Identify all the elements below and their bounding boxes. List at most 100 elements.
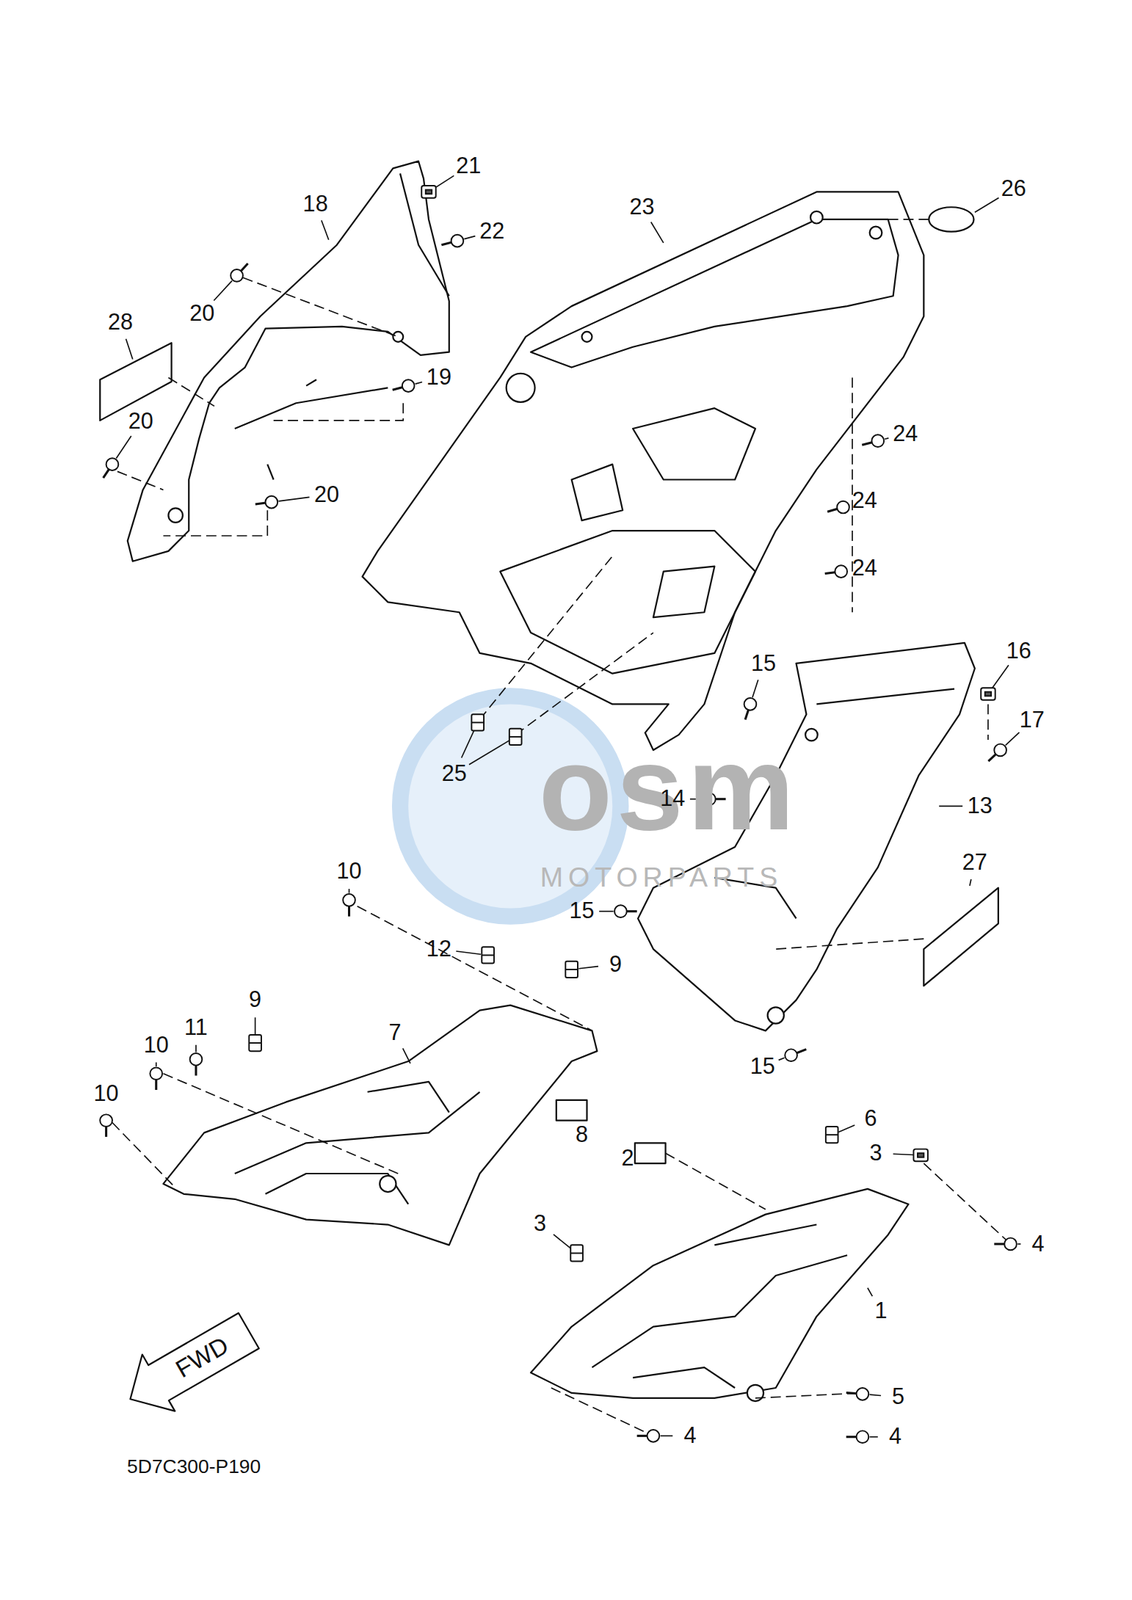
nut-fastener <box>980 687 995 701</box>
callout-number: 24 <box>850 556 880 581</box>
clip-fastener <box>481 947 495 964</box>
fasteners <box>99 185 1017 1444</box>
callout-number: 14 <box>657 786 688 812</box>
callout-number: 4 <box>1029 1231 1047 1257</box>
leader-line <box>553 1234 572 1249</box>
leader-line <box>348 889 351 894</box>
part-hole <box>392 331 404 343</box>
leader-line <box>321 220 329 241</box>
callout-number: 12 <box>424 936 454 961</box>
stripe-decal <box>923 888 999 986</box>
part-detail <box>234 173 450 480</box>
bolt-fastener <box>993 1238 1017 1251</box>
leader-line <box>578 966 599 970</box>
callout-number: 20 <box>126 409 156 434</box>
bolt-fastener <box>392 379 415 393</box>
leader-line <box>869 1394 881 1396</box>
leader-line <box>463 236 475 240</box>
assembly-lines <box>112 219 1011 1436</box>
bolt-fastener <box>825 565 848 578</box>
rubber-block <box>635 1143 666 1164</box>
leader-line <box>469 740 510 765</box>
leader-line <box>599 911 613 913</box>
leader-line <box>461 728 475 758</box>
forward-arrow <box>113 1303 266 1428</box>
part-detail <box>591 1225 848 1389</box>
leader-line <box>752 679 759 698</box>
lower-cover-right <box>530 1189 909 1399</box>
callout-number: 20 <box>187 300 218 326</box>
callout-number: 20 <box>311 483 342 508</box>
clip-fastener <box>471 714 484 731</box>
callout-number: 16 <box>1004 638 1034 663</box>
leader-line <box>778 1057 785 1061</box>
leader-line <box>195 1045 197 1053</box>
bolt-fastener <box>861 434 884 448</box>
callout-number: 6 <box>862 1106 880 1131</box>
callout-number: 23 <box>627 195 658 220</box>
leader-line <box>254 1017 257 1036</box>
emblem-decal <box>928 207 974 232</box>
bolt-fastener <box>230 263 248 282</box>
part-hole <box>810 211 823 224</box>
leader-line <box>867 1288 873 1297</box>
part-detail <box>499 408 756 674</box>
callout-number: 8 <box>573 1122 591 1147</box>
callout-number: 27 <box>960 850 990 875</box>
bolt-fastener <box>441 234 464 248</box>
callout-number: 9 <box>246 988 264 1013</box>
bolt-fastener <box>827 501 850 514</box>
callout-number: 5 <box>889 1385 907 1410</box>
callout-number: 28 <box>105 310 136 335</box>
bolt-fastener <box>637 1430 660 1443</box>
rubber-block <box>556 1100 588 1121</box>
bolt-fastener <box>784 1049 807 1062</box>
part-hole <box>869 226 883 240</box>
bolt-fastener <box>614 905 638 918</box>
diagram-code: 5D7C300-P190 <box>127 1457 261 1477</box>
callout-number: 1 <box>872 1299 890 1324</box>
bolt-fastener <box>99 1114 113 1138</box>
nut-fastener <box>421 185 436 199</box>
callout-number: 4 <box>886 1424 904 1450</box>
callout-number: 13 <box>965 794 995 819</box>
leader-line <box>838 1125 855 1132</box>
clip-fastener <box>565 961 578 978</box>
part-hole <box>506 373 536 403</box>
clip-fastener <box>570 1245 583 1262</box>
callout-number: 24 <box>891 421 921 446</box>
callout-number: 3 <box>531 1211 549 1236</box>
leader-line <box>884 438 889 439</box>
callout-number: 17 <box>1017 708 1047 733</box>
callout-number: 3 <box>867 1141 885 1166</box>
nut-fastener <box>913 1149 928 1163</box>
part-hole <box>379 1176 396 1193</box>
leader-line <box>434 175 454 188</box>
leader-lines <box>115 175 1021 1437</box>
part-hole <box>582 331 593 343</box>
leader-line <box>893 1154 914 1155</box>
leader-line <box>974 197 1000 213</box>
callout-number: 26 <box>999 176 1029 202</box>
part-hole <box>767 1007 785 1024</box>
bolt-fastener <box>846 1430 870 1444</box>
callout-number: 24 <box>850 488 880 514</box>
part-hole <box>168 508 183 522</box>
leader-line <box>938 806 963 808</box>
callout-number: 2 <box>619 1145 637 1171</box>
lower-cover-left <box>162 1005 597 1246</box>
callout-number: 25 <box>439 761 470 786</box>
callout-number: 15 <box>748 1054 778 1079</box>
callout-number: 18 <box>300 191 331 216</box>
callout-number: 22 <box>477 219 507 244</box>
leader-line <box>278 496 310 501</box>
leader-line <box>213 281 232 301</box>
direction-mark-text: FWD <box>171 1333 233 1383</box>
leader-line <box>415 382 423 385</box>
part-hole <box>805 728 818 742</box>
leader-line <box>992 665 1009 688</box>
bolt-fastener <box>103 458 119 478</box>
bolt-fastener <box>988 744 1007 763</box>
